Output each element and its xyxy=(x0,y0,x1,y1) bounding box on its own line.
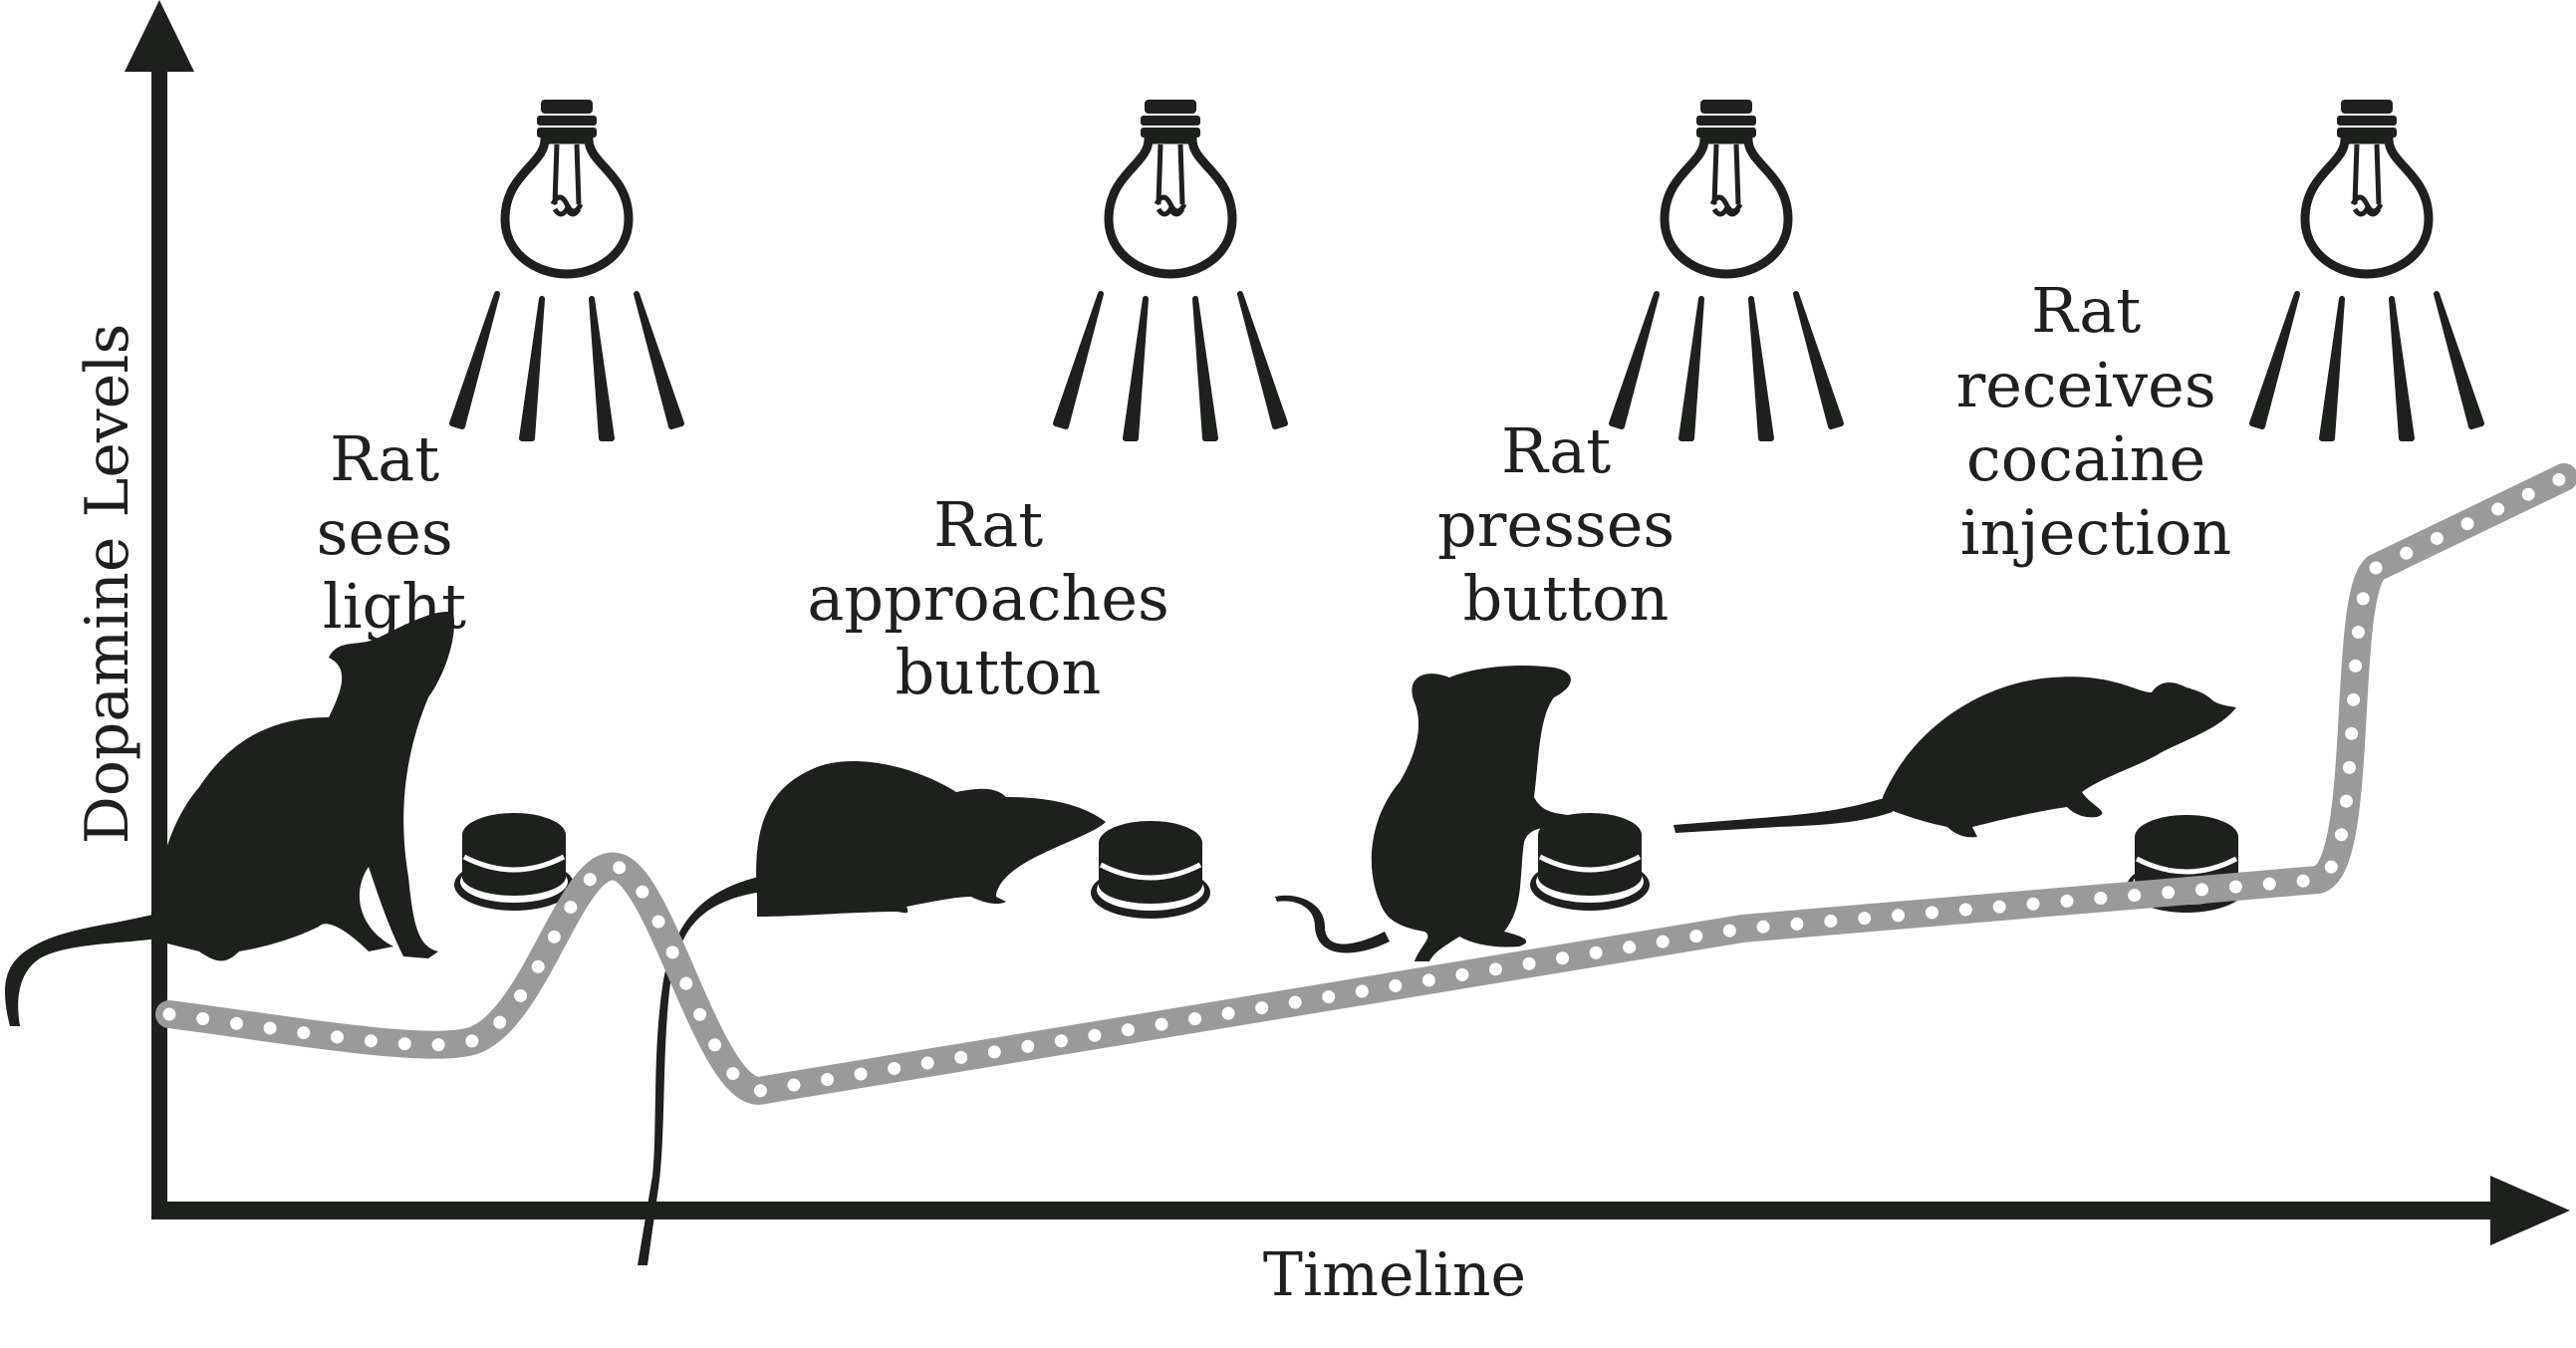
light-bulb-icon xyxy=(2252,100,2481,438)
y-axis-label: Dopamine Levels xyxy=(73,324,142,844)
dopamine-curve xyxy=(155,463,2576,1105)
light-bulb-icon xyxy=(1056,100,1285,438)
y-axis-arrow-icon xyxy=(125,0,194,72)
lever-button-icon xyxy=(1530,813,1650,911)
light-bulb-icon xyxy=(452,100,681,438)
event-label-sees-light: Rat sees light xyxy=(317,422,473,643)
light-bulb-icon xyxy=(1612,100,1841,438)
event-label-receives-cocaine: Rat receives cocaine injection xyxy=(1956,274,2236,569)
event-label-approaches-button: Rat approaches button xyxy=(807,488,1188,708)
rat-sitting-icon xyxy=(5,612,454,1026)
x-axis-label: Timeline xyxy=(1263,1240,1526,1310)
event-label-presses-button: Rat presses button xyxy=(1437,414,1694,635)
rat-walking-icon xyxy=(1674,676,2236,838)
lever-button-icon xyxy=(454,813,574,911)
x-axis-arrow-icon xyxy=(2490,1176,2570,1245)
rat-standing-icon xyxy=(1275,666,1574,961)
x-axis xyxy=(151,1176,2570,1245)
lever-button-icon xyxy=(1091,821,1210,919)
